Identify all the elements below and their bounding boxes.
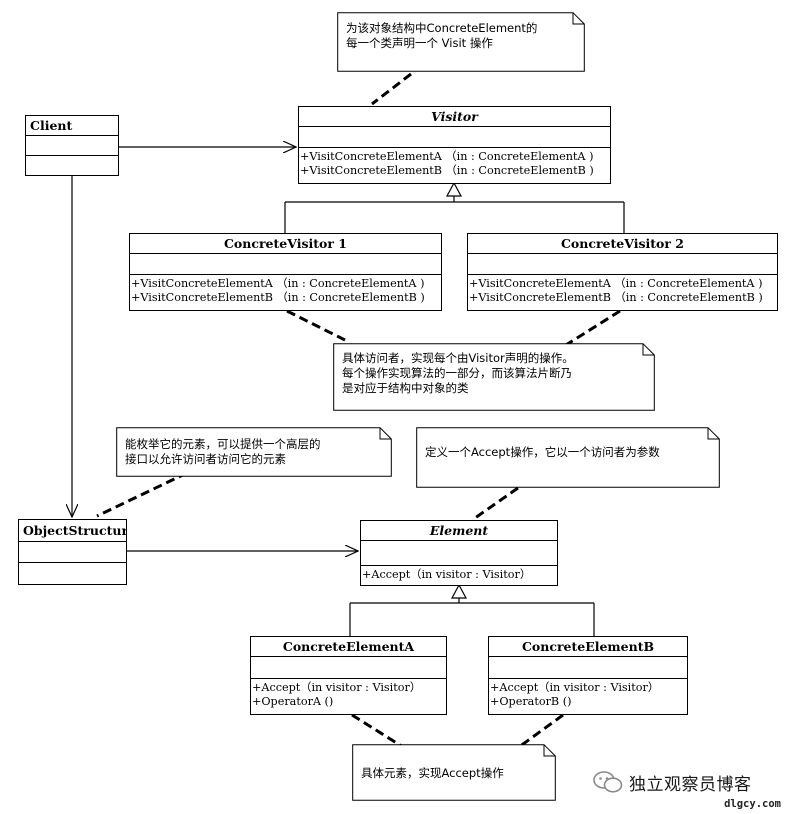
note-line: 是对应于结构中对象的类: [342, 381, 469, 395]
class-operations: +VisitConcreteElementA （in : ConcreteEle…: [299, 148, 610, 178]
class-concrete-visitor-2: ConcreteVisitor 2 +VisitConcreteElementA…: [467, 233, 778, 311]
class-attributes: [19, 542, 126, 563]
operation: +Accept（in visitor : Visitor）: [362, 568, 532, 581]
note-line: 每一个类声明一个 Visit 操作: [346, 36, 493, 50]
note-line: 接口以允许访问者访问它的元素: [125, 452, 286, 466]
note-line: 能枚举它的元素，可以提供一个高层的: [125, 437, 321, 451]
note-objectstructure: 能枚举它的元素，可以提供一个高层的 接口以允许访问者访问它的元素: [116, 427, 392, 477]
class-name: Element: [361, 521, 557, 541]
note-anchor-objectstructure: [96, 471, 188, 518]
note-line: 具体访问者，实现每个由Visitor声明的操作。: [342, 351, 574, 365]
class-concrete-element-b: ConcreteElementB +Accept（in visitor : Vi…: [488, 636, 688, 715]
note-concrete-visitor: 具体访问者，实现每个由Visitor声明的操作。 每个操作实现算法的一部分，而该…: [333, 343, 655, 411]
class-operations: +Accept（in visitor : Visitor） +OperatorA…: [251, 679, 446, 709]
operation: +VisitConcreteElementB （in : ConcreteEle…: [469, 291, 763, 304]
operation: +VisitConcreteElementA （in : ConcreteEle…: [131, 277, 425, 290]
note-anchor-concrete-element-b: [518, 713, 564, 749]
class-element: Element +Accept（in visitor : Visitor）: [360, 520, 558, 586]
watermark-domain: dlgcy.com: [724, 798, 781, 810]
note-element: 定义一个Accept操作，它以一个访问者为参数: [416, 427, 720, 488]
operation: +VisitConcreteElementB （in : ConcreteEle…: [300, 164, 594, 177]
watermark: 独立观察员博客 dlgcy.com: [593, 764, 785, 812]
operation: +VisitConcreteElementB （in : ConcreteEle…: [131, 291, 425, 304]
operation: +OperatorA (): [252, 695, 334, 708]
class-operations: +Accept（in visitor : Visitor）: [361, 566, 557, 582]
note-shape: [116, 427, 392, 477]
class-attributes: [251, 657, 446, 679]
inheritance-triangle-visitor: [445, 181, 463, 197]
class-attributes: [130, 254, 441, 275]
class-name: Client: [26, 116, 118, 136]
note-anchor-visitor: [371, 72, 412, 106]
class-name: ConcreteElementA: [251, 637, 446, 657]
class-name: Visitor: [299, 107, 610, 127]
note-shape: [337, 12, 585, 72]
note-anchor-concrete-element-a: [351, 713, 404, 749]
class-name: ConcreteVisitor 2: [468, 234, 777, 254]
class-operations: +VisitConcreteElementA （in : ConcreteEle…: [130, 275, 441, 305]
note-shape: [352, 744, 556, 801]
wechat-icon: [593, 771, 623, 793]
class-name: ObjectStructure: [19, 520, 126, 542]
class-name: ConcreteVisitor 1: [130, 234, 441, 254]
operation: +Accept（in visitor : Visitor）: [490, 681, 660, 694]
class-operations: +VisitConcreteElementA （in : ConcreteEle…: [468, 275, 777, 305]
note-shape: [333, 343, 655, 411]
class-client: Client: [25, 115, 119, 176]
class-attributes: [299, 127, 610, 148]
note-line: 为该对象结构中ConcreteElement的: [346, 21, 538, 35]
note-anchor-concrete-visitor-1: [286, 309, 346, 342]
note-line: 每个操作实现算法的一部分，而该算法片断乃: [342, 366, 572, 380]
watermark-title: 独立观察员博客: [629, 775, 752, 795]
operation: +VisitConcreteElementA （in : ConcreteEle…: [300, 150, 594, 163]
note-shape: [416, 427, 720, 488]
note-anchor-element: [474, 486, 519, 520]
note-visitor: 为该对象结构中ConcreteElement的 每一个类声明一个 Visit 操…: [337, 12, 585, 72]
class-concrete-element-a: ConcreteElementA +Accept（in visitor : Vi…: [250, 636, 447, 715]
operation: +VisitConcreteElementA （in : ConcreteEle…: [469, 277, 763, 290]
operation: +OperatorB (): [490, 695, 572, 708]
operation: +Accept（in visitor : Visitor）: [252, 681, 422, 694]
note-line: 具体元素，实现Accept操作: [361, 766, 504, 780]
class-attributes: [361, 541, 557, 566]
class-objectstructure: ObjectStructure: [18, 519, 127, 585]
inheritance-triangle-element: [450, 583, 468, 599]
class-concrete-visitor-1: ConcreteVisitor 1 +VisitConcreteElementA…: [129, 233, 442, 311]
class-attributes: [489, 657, 687, 679]
class-visitor: Visitor +VisitConcreteElementA （in : Con…: [298, 106, 611, 184]
class-name: ConcreteElementB: [489, 637, 687, 657]
class-operations: +Accept（in visitor : Visitor） +OperatorB…: [489, 679, 687, 709]
class-attributes: [468, 254, 777, 275]
class-attributes: [26, 136, 118, 156]
note-concrete-element: 具体元素，实现Accept操作: [352, 744, 556, 801]
note-line: 定义一个Accept操作，它以一个访问者为参数: [425, 445, 660, 459]
